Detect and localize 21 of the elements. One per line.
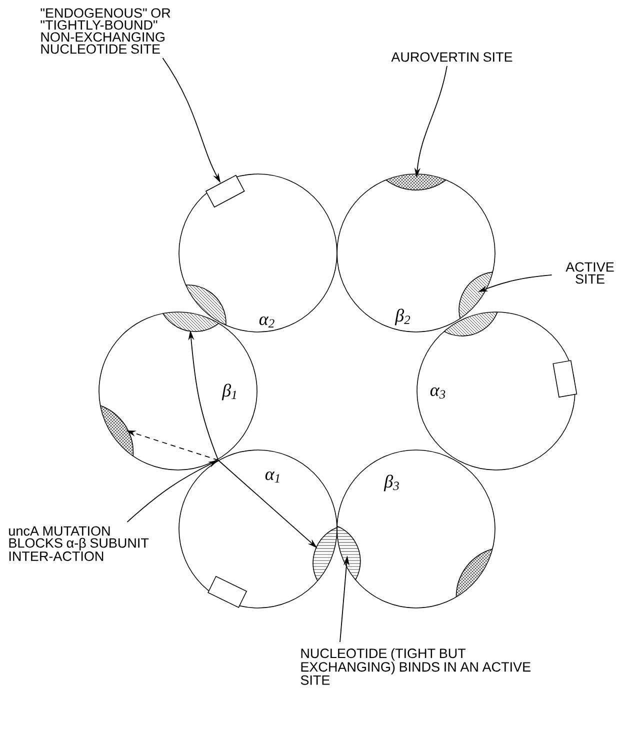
subunit-label: α$_{3}$ bbox=[430, 387, 446, 399]
subunit-label: α$_{2}$ bbox=[259, 316, 274, 328]
binding-site bbox=[312, 527, 338, 582]
subunit-label: β$_{1}$ bbox=[222, 384, 236, 400]
subunit-label: β$_{3}$ bbox=[384, 474, 399, 492]
binding-site bbox=[458, 272, 494, 319]
binding-site bbox=[444, 312, 498, 336]
binding-site bbox=[456, 548, 493, 598]
binding-site bbox=[336, 526, 361, 580]
binding-site bbox=[185, 284, 226, 326]
binding-site bbox=[386, 180, 446, 190]
callout-text: NUCLEOTIDE (TIGHT BUT EXCHANGING) BINDS IN AN ACTIVE SITE bbox=[300, 648, 530, 685]
callout-text: ACTIVE SITE bbox=[566, 262, 614, 284]
callout-text: AUROVERTIN SITE bbox=[391, 52, 512, 62]
binding-site bbox=[162, 313, 220, 332]
subunit-label: β$_{2}$ bbox=[394, 308, 410, 326]
binding-site bbox=[100, 405, 134, 456]
callout-text: uncA MUTATION BLOCKS α-β SUBUNIT INTER-ACTION bbox=[9, 526, 149, 561]
subunit-label: α$_{1}$ bbox=[265, 471, 280, 483]
callout-text: "ENDOGENOUS" OR "TIGHTLY-BOUND" NON-EXCHANGING NUCLEOTIDE SITE bbox=[40, 8, 170, 54]
binding-site-box bbox=[552, 360, 578, 398]
